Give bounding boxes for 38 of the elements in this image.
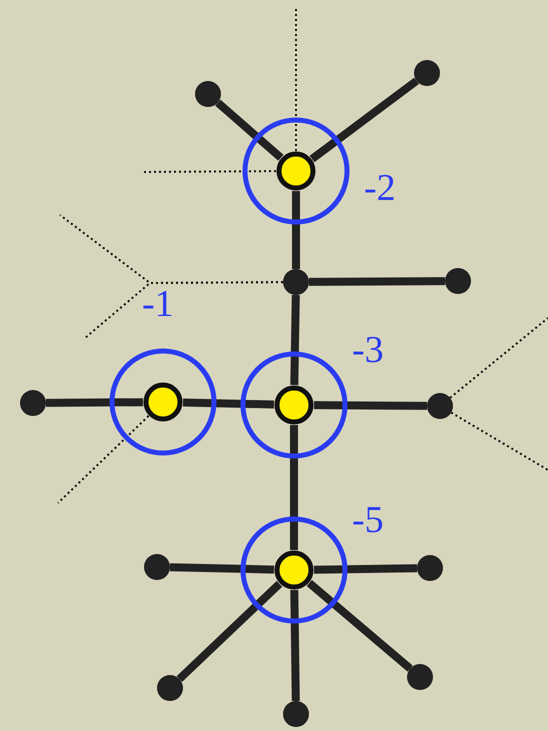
- line: [170, 563, 274, 574]
- vertex-dot: [195, 81, 221, 107]
- vertex-label: -3: [352, 330, 384, 370]
- dotted-line: [143, 170, 276, 173]
- vertex-dot: [283, 701, 309, 727]
- vertex-dot: [283, 269, 309, 295]
- line: [290, 425, 298, 550]
- line: [182, 398, 274, 408]
- line: [46, 398, 144, 407]
- dotted-line: [84, 281, 283, 339]
- line: [306, 580, 413, 672]
- vertex-dot: [445, 268, 471, 294]
- vertex-label: -5: [352, 500, 384, 540]
- vertex-dot: [427, 393, 453, 419]
- line: [310, 78, 419, 162]
- vertex-dot: [407, 664, 433, 690]
- vertex-dot: [144, 554, 170, 580]
- vertex-dot: [274, 550, 314, 590]
- vertex-dot: [157, 675, 183, 701]
- line: [176, 580, 282, 682]
- line: [290, 590, 300, 702]
- vertex-dot: [417, 555, 443, 581]
- vertex-dot: [144, 382, 182, 422]
- line: [314, 564, 418, 574]
- vertex-label: -2: [364, 168, 396, 208]
- dotted-line: [449, 317, 548, 399]
- dotted-line: [295, 8, 297, 151]
- line: [292, 191, 300, 269]
- vertex-label: -1: [142, 284, 174, 324]
- line: [215, 100, 284, 161]
- vertex-dot: [276, 152, 316, 190]
- vertex-dot: [274, 386, 314, 424]
- line: [290, 294, 300, 386]
- dotted-line: [450, 412, 548, 471]
- vertex-dot: [20, 390, 46, 416]
- vertex-dot: [414, 60, 440, 86]
- line: [308, 277, 446, 286]
- dotted-line: [57, 415, 150, 504]
